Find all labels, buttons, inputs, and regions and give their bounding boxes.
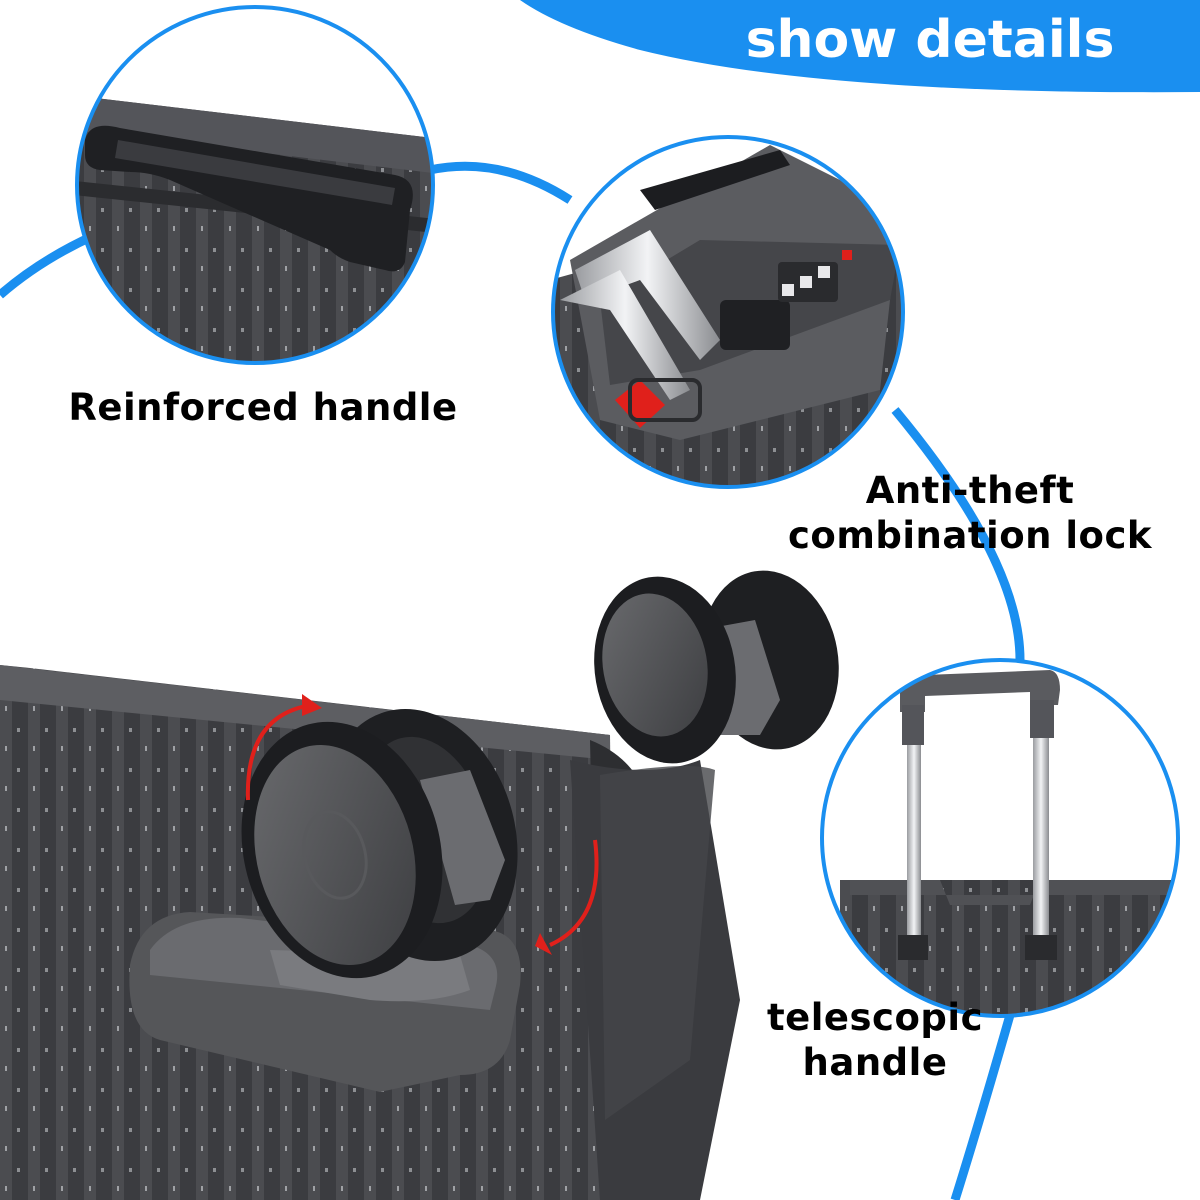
feature-label-line: Reinforced handle [68, 386, 458, 429]
feature-label-line: combination lock [787, 514, 1153, 558]
feature-label-line: Anti-theft [865, 469, 1075, 512]
banner-title: show details [745, 10, 1115, 70]
feature-label-combination-lock: Anti-theft combination lock [770, 468, 1170, 558]
connector-arc-bottom [950, 1013, 1015, 1200]
feature-label-line: handle [802, 1041, 948, 1085]
feature-label-telescopic-handle: telescopic handle [740, 995, 1010, 1085]
lock-closeup-circle [553, 137, 903, 487]
connector-arc-right [891, 407, 1025, 661]
feature-label-reinforced-handle: Reinforced handle [58, 385, 468, 430]
telescopic-handle-circle [822, 660, 1178, 1016]
connector-arc-top [429, 161, 573, 204]
feature-label-line: telescopic [766, 996, 984, 1039]
handle-closeup-circle [77, 7, 433, 363]
luggage-corner-photo [0, 570, 839, 1200]
banner-shape [520, 0, 1200, 93]
connector-arc-left [0, 230, 97, 299]
